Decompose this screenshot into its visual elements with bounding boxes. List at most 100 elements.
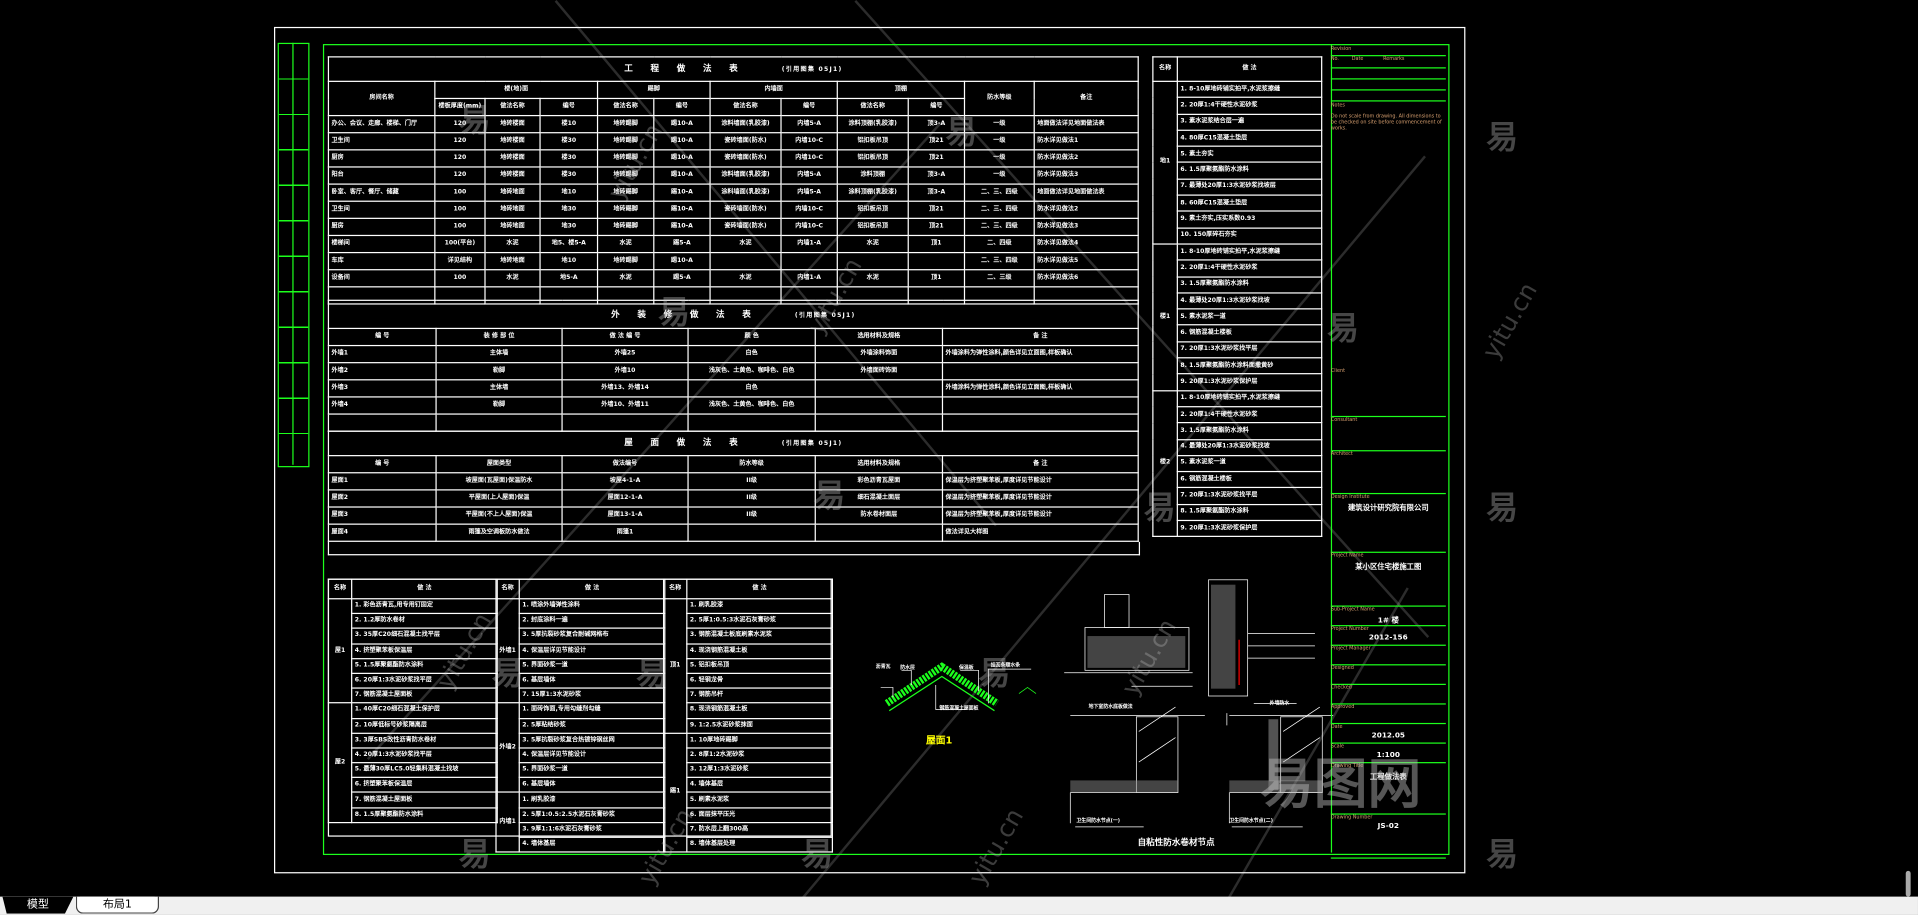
table-cell: 楼30	[539, 166, 599, 185]
subheader: 编号	[907, 97, 966, 117]
title-block-field: Project Manager	[1330, 645, 1446, 666]
notes-row: 4. 墙体基层	[496, 836, 666, 853]
roof-table: 屋 面 做 法 表(引用图集 05J1) 编 号屋面类型做法编号防水等级选用材料…	[327, 430, 1139, 542]
section-name: 顶1	[662, 598, 688, 734]
revision-label: Revision	[1330, 45, 1352, 52]
divider	[292, 42, 294, 465]
table-cell: 一级	[963, 149, 1035, 168]
notes-row: 4. 现浇钢筋混凝土板	[664, 642, 833, 660]
table-cell: 4. 墙体基层	[518, 836, 666, 853]
table-cell: 外墙25	[561, 344, 689, 364]
table-cell: 地5、楼5-A	[539, 234, 599, 254]
table-cell: 踢10-A	[653, 251, 711, 271]
watermark: 易	[1486, 119, 1519, 157]
leader	[960, 669, 979, 692]
table-cell: 外墙涂料饰面	[814, 344, 944, 364]
column-header: 名称	[1152, 56, 1178, 82]
table-cell: 办公、会议、走廊、楼梯、门厅	[327, 114, 436, 134]
field-label: Scale	[1330, 742, 1345, 749]
table-cell: 二、四级	[963, 234, 1035, 254]
table-cell: 7. 20厚1:3水泥砂浆找平层	[1176, 340, 1323, 359]
table-cell: 地10	[539, 251, 599, 271]
table-cell: 地砖踢脚	[596, 183, 655, 202]
table-cell: 雨篷及空调板防水做法	[435, 523, 563, 542]
table-blank-row	[327, 541, 1141, 556]
table-cell: 防水详见做法1	[1033, 132, 1139, 151]
section-name: 踢1	[662, 732, 688, 853]
table-cell: 4. 保温层详见节能设计	[518, 642, 666, 660]
table-cell: 100	[434, 269, 486, 288]
table-cell: 踢10-A	[653, 183, 711, 202]
table-cell: 1. 8-10厚地砖铺实拍平,水泥浆擦缝	[1176, 80, 1323, 99]
tab-layout1[interactable]: 布局1	[75, 896, 160, 914]
table-cell: 保温层为挤塑聚苯板,厚度详见节能设计	[941, 506, 1139, 525]
leader	[935, 684, 967, 710]
table-cell: 地砖踢脚	[596, 166, 655, 185]
notes-row: 6. 轻钢龙骨	[664, 672, 833, 689]
column-header: 选用材料及规格	[814, 455, 944, 474]
table-cell: 涂料顶棚(乳胶漆)	[836, 183, 909, 202]
notes-row: 3. 1.5厚聚氨酯防水涂料	[1153, 275, 1323, 294]
table-cell: 楼梯间	[327, 234, 436, 254]
table-cell: 7. 钢筋吊杆	[686, 687, 833, 704]
roof-label: 钢筋混凝土屋面板	[939, 704, 979, 711]
table-cell: 屋面13-1-A	[561, 506, 689, 525]
table-cell: 外墙涂料为弹性涂料,颜色详见立面图,样板确认	[941, 344, 1139, 364]
table-cell: 地30	[539, 200, 599, 219]
roof-layer	[888, 675, 995, 712]
table-cell: 主体墙	[435, 379, 563, 398]
table-title: 屋 面 做 法 表(引用图集 05J1)	[327, 430, 1139, 457]
tab-model[interactable]: 模型	[2, 896, 74, 914]
column-header: 做 法	[351, 578, 498, 600]
table-cell: II级	[687, 472, 816, 491]
table-cell: 7. 20厚1:3水泥砂浆找平层	[1176, 487, 1323, 505]
subheader: 编号	[653, 97, 711, 117]
table-cell: 铝扣板吊顶	[836, 132, 909, 151]
table-cell: 防水详见做法2	[1033, 149, 1139, 168]
notes-row: 2. 10厚低标号砂浆隔离层	[328, 717, 498, 734]
scrollbar[interactable]	[1905, 870, 1911, 897]
notes-row: 2. 20厚1:4干硬性水泥砂浆	[1153, 259, 1323, 278]
table-cell: 4. 墙体基层	[686, 777, 833, 794]
table-cell: 厨房	[327, 217, 436, 237]
table-title: 外 装 修 做 法 表(引用图集 05J1)	[327, 299, 1139, 330]
table-cell: 内墙10-C	[780, 200, 838, 219]
roof-label: 挂瓦条顺水条	[990, 661, 1021, 668]
table-cell: 3. 12厚1:3水泥砂浆	[686, 762, 833, 779]
notes-row: 7. 防水层上翻300高	[664, 821, 833, 838]
table-cell: 100(平台)	[434, 234, 486, 254]
subheader: 编号	[780, 97, 838, 117]
table-cell: 水泥	[596, 269, 655, 288]
notes-row: 6. 20厚1:3水泥砂浆找平层	[328, 672, 498, 689]
table-cell: 瓷砖墙面(防水)	[709, 149, 782, 168]
table-cell: 水泥	[836, 234, 909, 254]
notes-row: 4. 20厚1:3水泥砂浆找平层	[328, 747, 498, 764]
table-cell: 7. 最薄处20厚1:3水泥砂浆找坡层	[1176, 178, 1323, 196]
notes-row: 6. 面层抹平压光	[664, 806, 833, 823]
table-cell: 二、三、四级	[963, 200, 1035, 219]
subheader: 做法名称	[836, 97, 909, 117]
table-cell: 瓷砖墙面(防水)	[709, 132, 782, 151]
table-cell: 地面做法详见地面做法表	[1033, 114, 1139, 134]
notes-row: 8. 1.5厚聚氨酯防水涂料	[328, 806, 498, 823]
header-wall: 内墙面	[709, 80, 838, 100]
table-cell: 地30	[539, 217, 599, 237]
notes-row: 3. 3厚SBS改性沥青防水卷材	[328, 732, 498, 749]
table-cell: 1. 40厚C20细石混凝土保护层	[351, 702, 498, 719]
notes-row: 3. 钢筋混凝土板底刷素水泥浆	[664, 627, 833, 645]
table-cell: 内墙5-A	[780, 166, 838, 185]
table-cell	[941, 362, 1139, 381]
table-cell: 1. 刷乳胶漆	[686, 598, 833, 615]
table-cell: 1. 10厚地砖踢脚	[686, 732, 833, 749]
table-cell	[327, 413, 437, 432]
